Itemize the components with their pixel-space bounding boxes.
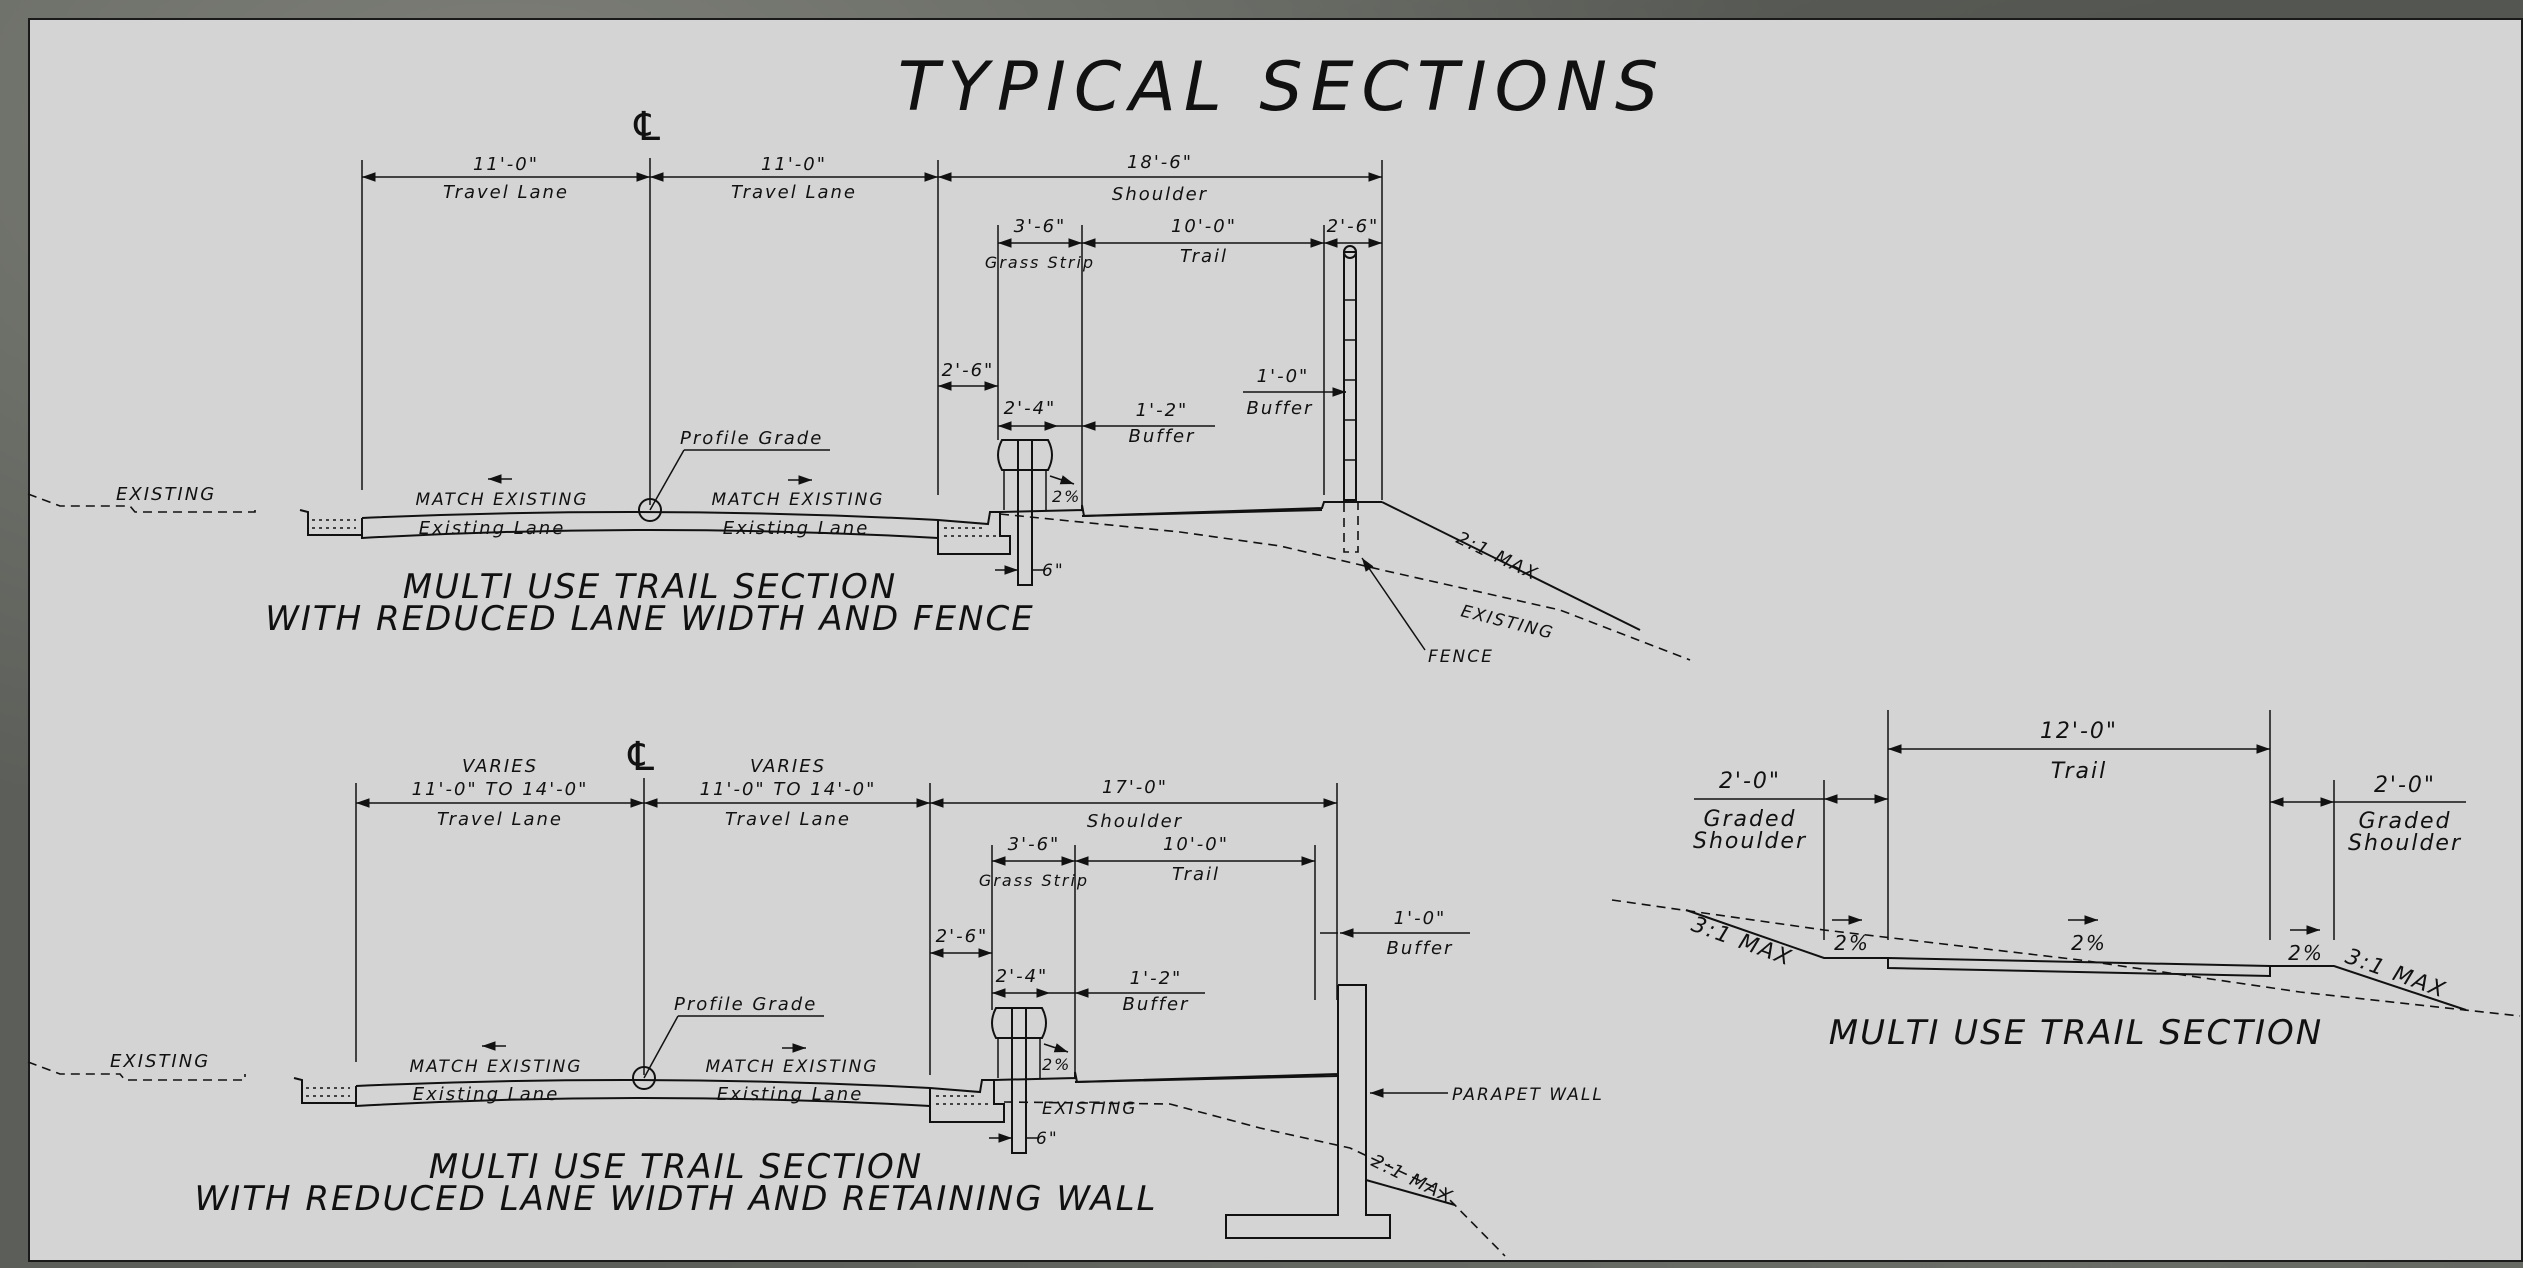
profile-grade-label-2: Profile Grade xyxy=(674,994,817,1015)
dim-curb-offset: 2'-6" xyxy=(942,360,995,381)
existing-lane-left: Existing Lane xyxy=(419,518,566,539)
dim-curb: 2'-4" xyxy=(1004,398,1057,419)
dim-curb-offset-2: 2'-6" xyxy=(936,926,989,947)
shoulder-right-line2: Shoulder xyxy=(2348,831,2462,856)
dim-trail-2: 10'-0" xyxy=(1163,834,1229,855)
grass-label-2: Grass Strip xyxy=(979,871,1089,890)
buffer-label: Buffer xyxy=(1129,426,1196,447)
dim-curb-2: 2'-4" xyxy=(996,966,1049,987)
slope-pct-2: 2% xyxy=(1042,1055,1071,1074)
varies-left: VARIES xyxy=(462,756,538,777)
match-existing-left: MATCH EXISTING xyxy=(416,490,589,510)
dim-six-inch: 6" xyxy=(1042,561,1065,581)
trail-label-3: Trail xyxy=(2051,759,2107,784)
lane-label-right: Travel Lane xyxy=(731,182,857,203)
dim-buffer-small-2: 1'-2" xyxy=(1130,968,1183,989)
buffer-right-label: Buffer xyxy=(1387,938,1454,959)
lane-label-right-2: Travel Lane xyxy=(725,809,851,830)
trail-label: Trail xyxy=(1180,246,1228,267)
lane-range-left: 11'-0" TO 14'-0" xyxy=(412,779,589,800)
lane-label-left: Travel Lane xyxy=(443,182,569,203)
dim-trail: 10'-0" xyxy=(1171,216,1237,237)
dim-grass-2: 3'-6" xyxy=(1008,834,1061,855)
trail-label-2: Trail xyxy=(1172,864,1220,885)
slope-pct: 2% xyxy=(1052,487,1081,506)
existing-left-label: EXISTING xyxy=(116,484,216,505)
match-existing-right-2: MATCH EXISTING xyxy=(706,1057,879,1077)
profile-grade-label: Profile Grade xyxy=(680,428,823,449)
slope-pct-right: 2% xyxy=(2288,941,2324,965)
section-wall-title-2: WITH REDUCED LANE WIDTH AND RETAINING WA… xyxy=(195,1179,1158,1219)
section-wall: ℄ VARIES VARIES 11'-0" TO 14'-0" 11'-0" … xyxy=(27,734,1604,1257)
dim-shoulder: 18'-6" xyxy=(1127,152,1193,173)
shoulder-left-line1: Graded xyxy=(1703,807,1796,832)
drawing-title: TYPICAL SECTIONS xyxy=(898,48,1666,127)
dim-shoulder-right: 2'-0" xyxy=(2374,773,2436,798)
section-trail: 12'-0" Trail 2'-0" Graded Shoulder 2'-0"… xyxy=(1611,710,2521,1053)
centerline-symbol: ℄ xyxy=(629,104,667,150)
slope-pct-trail: 2% xyxy=(2071,931,2107,955)
match-existing-right: MATCH EXISTING xyxy=(712,490,885,510)
shoulder-label-2: Shoulder xyxy=(1087,811,1183,832)
drawing-sheet xyxy=(28,18,2523,1262)
lane-range-right: 11'-0" TO 14'-0" xyxy=(700,779,877,800)
centerline-symbol-2: ℄ xyxy=(623,734,661,780)
fence-buffer-label: Buffer xyxy=(1247,398,1314,419)
section-fence: ℄ 11'-0" 11'-0" 18'-6" Travel Lane Trave… xyxy=(27,104,1691,667)
existing-left-label-2: EXISTING xyxy=(110,1051,210,1072)
existing-lane-left-2: Existing Lane xyxy=(413,1084,560,1105)
slope-pct-left: 2% xyxy=(1834,931,1870,955)
shoulder-label: Shoulder xyxy=(1112,184,1208,205)
dim-fence-buffer: 1'-0" xyxy=(1257,366,1310,387)
dim-buffer-small: 1'-2" xyxy=(1136,400,1189,421)
dim-trail-3: 12'-0" xyxy=(2040,719,2118,744)
dim-shoulder-2: 17'-0" xyxy=(1102,777,1168,798)
existing-lane-right: Existing Lane xyxy=(723,518,870,539)
slope-max: 2:1 MAX xyxy=(1453,528,1542,586)
dim-grass: 3'-6" xyxy=(1014,216,1067,237)
dim-shoulder-left: 2'-0" xyxy=(1719,769,1781,794)
section-fence-title-1: MULTI USE TRAIL SECTION xyxy=(403,567,897,607)
slope-max-2: 2:1 MAX xyxy=(1368,1151,1457,1209)
dim-lane-right: 11'-0" xyxy=(761,154,827,175)
grass-label: Grass Strip xyxy=(985,253,1095,272)
parapet-label: PARAPET WALL xyxy=(1452,1085,1604,1105)
dim-lane-left: 11'-0" xyxy=(473,154,539,175)
varies-right: VARIES xyxy=(750,756,826,777)
buffer-label-2: Buffer xyxy=(1123,994,1190,1015)
dim-buffer-right: 1'-0" xyxy=(1394,908,1447,929)
fence-label: FENCE xyxy=(1428,647,1494,667)
slope-max-left: 3:1 MAX xyxy=(1688,912,1796,972)
section-trail-title: MULTI USE TRAIL SECTION xyxy=(1829,1013,2323,1053)
existing-lane-right-2: Existing Lane xyxy=(717,1084,864,1105)
shoulder-right-line1: Graded xyxy=(2358,809,2451,834)
match-existing-left-2: MATCH EXISTING xyxy=(410,1057,583,1077)
section-fence-title-2: WITH REDUCED LANE WIDTH AND FENCE xyxy=(265,599,1034,639)
shoulder-left-line2: Shoulder xyxy=(1693,829,1807,854)
dim-right-edge: 2'-6" xyxy=(1327,216,1380,237)
section-wall-title-1: MULTI USE TRAIL SECTION xyxy=(429,1147,923,1187)
existing-right-label: EXISTING xyxy=(1459,601,1556,644)
lane-label-left-2: Travel Lane xyxy=(437,809,563,830)
dim-six-inch-2: 6" xyxy=(1036,1129,1059,1149)
